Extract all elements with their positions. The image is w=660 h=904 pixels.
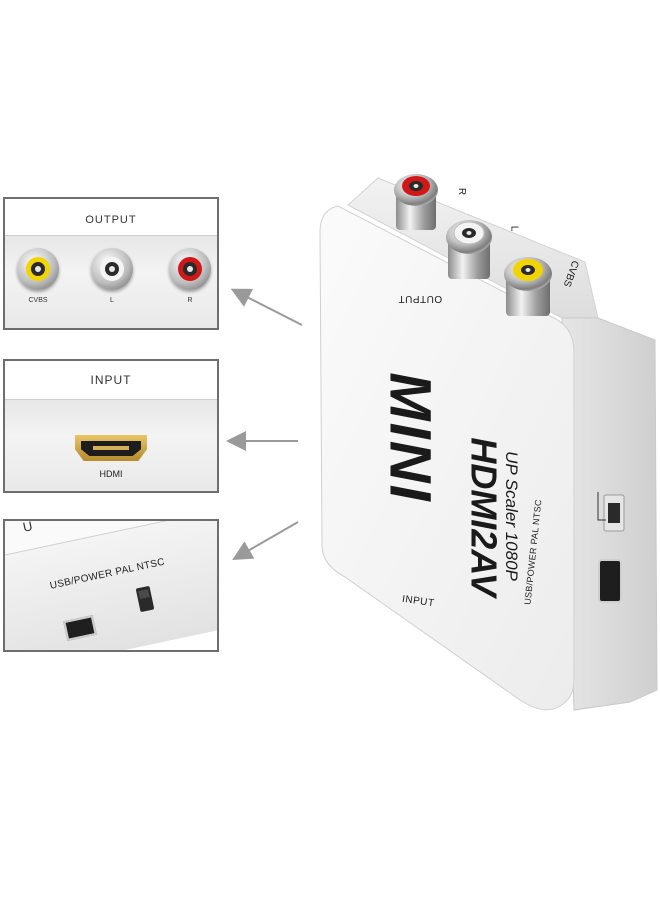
jack-label-r: R [456, 187, 468, 196]
input-panel-title: INPUT [90, 373, 132, 387]
audio-left-ring [100, 257, 124, 281]
device-brand-text: MINI [377, 372, 443, 503]
usb-detail-panel: U USB/POWER PAL NTSC [3, 519, 219, 652]
audio-left-label: L [110, 297, 114, 304]
audio-right-ring [178, 257, 202, 281]
audio-right-jack [169, 248, 211, 290]
jack-label-l: L [508, 225, 520, 232]
device-output-label: OUTPUT [398, 293, 443, 304]
output-panel-face: CVBS L R [5, 235, 217, 328]
output-detail-panel: OUTPUT CVBS L R [3, 197, 219, 330]
cvbs-label: CVBS [28, 297, 48, 304]
input-detail-panel: INPUT HDMI [3, 359, 219, 493]
device-model-text: HDMI2AV [463, 437, 505, 597]
cvbs-ring [26, 257, 50, 281]
device-tagline-text: UP Scaler 1080P [501, 451, 521, 581]
cvbs-jack [17, 248, 59, 290]
output-panel-title: OUTPUT [85, 214, 137, 226]
audio-left-jack [91, 248, 133, 290]
hdmi-port-icon [75, 435, 147, 461]
hdmi-label: HDMI [99, 469, 123, 479]
audio-right-label: R [187, 297, 193, 304]
